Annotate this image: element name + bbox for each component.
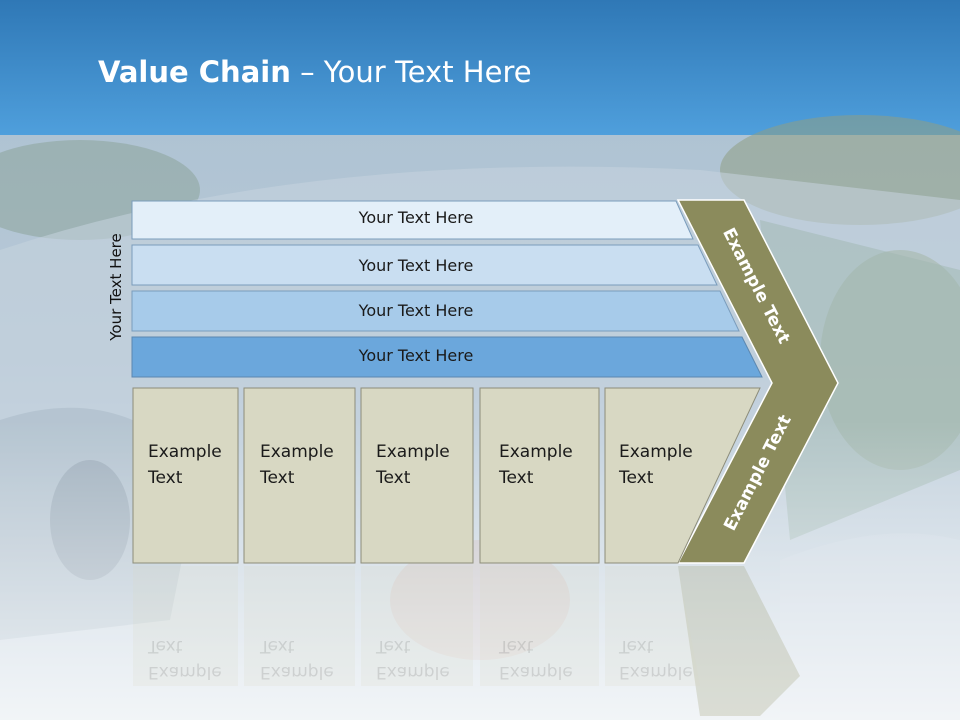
box-text-reflection-5: Example Text [619,636,693,682]
title-bold-part: Value Chain [98,55,291,89]
box-text-3: Example Text [376,442,450,488]
row-bar-4 [131,336,763,378]
chevron-reflection [678,566,800,716]
row-text-3: Your Text Here [358,301,474,320]
box-2 [243,387,356,564]
row-text-4: Your Text Here [358,346,474,365]
box-reflection-5 [605,566,700,686]
row-bar-2 [131,244,718,286]
box-text-reflection-2: Example Text [260,636,334,682]
box-1 [132,387,239,564]
box-text-4: Example Text [499,442,573,488]
box-text-5: Example Text [619,442,693,488]
box-3 [360,387,474,564]
slide-title: Value Chain – Your Text Here [98,55,532,89]
row-bar-3 [131,290,740,332]
box-text-reflection-3: Example Text [376,636,450,682]
box-4 [479,387,600,564]
title-rest-part: – Your Text Here [290,55,532,89]
chevron-arrow [676,199,839,564]
box-5 [604,387,761,564]
box-reflection-2 [244,566,355,686]
box-text-1: Example Text [148,442,222,488]
box-reflection-4 [480,566,599,686]
box-reflection-1 [133,566,238,686]
box-text-reflection-1: Example Text [148,636,222,682]
box-text-2: Example Text [260,442,334,488]
box-text-reflection-4: Example Text [499,636,573,682]
row-text-2: Your Text Here [358,256,474,275]
row-text-1: Your Text Here [358,208,474,227]
box-reflection-3 [361,566,473,686]
row-bar-1 [131,200,694,240]
